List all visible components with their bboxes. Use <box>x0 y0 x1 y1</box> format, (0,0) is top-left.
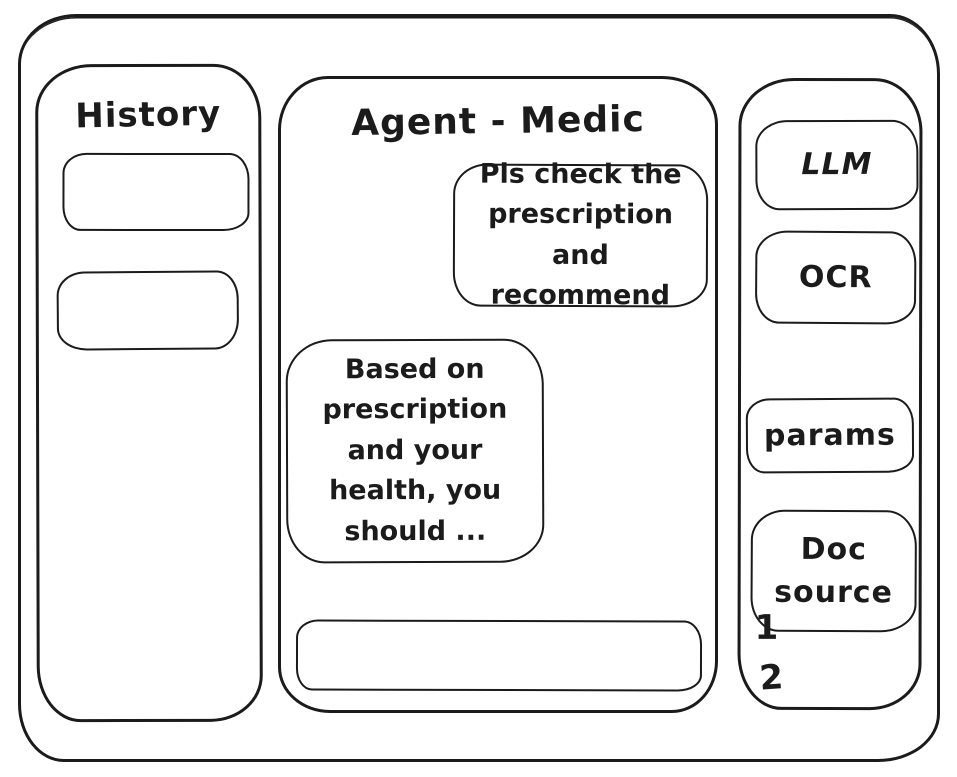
llm-button[interactable]: LLM <box>755 119 919 211</box>
history-item[interactable] <box>62 152 250 232</box>
user-message-bubble: Pls check the prescription and recommend <box>452 158 709 311</box>
message-input[interactable] <box>295 619 703 692</box>
doc-source-item-2[interactable]: 2 <box>758 657 785 699</box>
history-item[interactable] <box>56 270 240 351</box>
agent-message-bubble: Based on prescription and your health, y… <box>285 338 545 564</box>
chat-panel: Agent - Medic Pls check the prescription… <box>278 76 718 713</box>
history-panel-title: History <box>74 93 222 137</box>
params-button[interactable]: params <box>745 397 915 474</box>
history-panel: History <box>35 63 263 723</box>
doc-source-item-1[interactable]: 1 <box>754 607 779 648</box>
chat-title: Agent - Medic <box>350 98 646 145</box>
tools-panel: LLM OCR params Doc source 1 2 <box>737 77 923 711</box>
ocr-button[interactable]: OCR <box>754 230 917 325</box>
